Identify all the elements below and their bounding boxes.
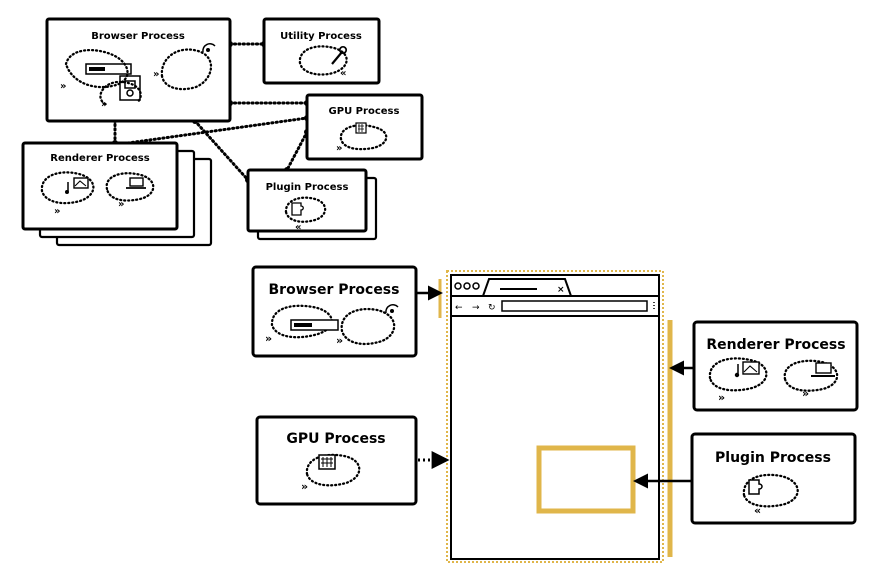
process-label: Browser Process	[91, 31, 185, 42]
process-blob	[284, 196, 327, 223]
bottom-gpu-process: GPU Process »	[255, 415, 418, 506]
top-gpu-process: GPU Process »	[305, 93, 424, 161]
laptop-icon	[126, 177, 146, 189]
music-icon	[734, 364, 740, 378]
grid-chip-icon	[318, 454, 336, 470]
process-box	[21, 141, 179, 231]
puzzle-icon	[748, 479, 763, 495]
process-blob	[40, 171, 95, 205]
wifi-icon	[202, 43, 216, 53]
process-blob	[783, 359, 839, 392]
arrow-tail-icon: »	[802, 387, 809, 400]
music-icon	[65, 182, 69, 194]
grid-chip-icon	[355, 122, 367, 134]
close-icon: ×	[557, 285, 565, 295]
server-icon	[85, 63, 132, 75]
image-icon	[742, 361, 760, 375]
top-plugin-process: Plugin Process «	[246, 168, 378, 241]
arrow-tail-icon: »	[265, 332, 272, 345]
arrow-tail-icon: »	[60, 81, 66, 92]
process-blob	[305, 453, 361, 487]
arrow-tail-icon: «	[340, 68, 346, 79]
arrow-tail-icon: «	[754, 504, 761, 517]
arrow-tail-icon: »	[101, 99, 107, 110]
bottom-browser-process: Browser Process » »	[251, 265, 418, 358]
process-label: Utility Process	[280, 31, 362, 42]
process-blob	[340, 307, 396, 346]
bottom-renderer-process: Renderer Process » »	[692, 320, 859, 412]
wifi-icon	[385, 304, 399, 314]
process-box	[262, 17, 381, 85]
laptop-icon	[811, 362, 835, 377]
process-blob	[105, 172, 155, 202]
process-label: Browser Process	[269, 282, 400, 298]
process-blob	[339, 124, 388, 151]
arrow-tail-icon: »	[54, 206, 60, 217]
top-browser-process: Browser Process » » »	[45, 17, 232, 123]
process-label: Plugin Process	[715, 450, 831, 466]
process-label: GPU Process	[286, 431, 385, 447]
browser-window-illustration: × ← → ↻	[446, 270, 664, 563]
process-box	[246, 168, 368, 233]
arrow-tail-icon: »	[718, 391, 725, 404]
process-blob	[99, 80, 142, 106]
connector-renderer-gpu	[126, 116, 309, 145]
puzzle-icon	[291, 202, 304, 216]
arrow-tail-icon: »	[336, 143, 342, 154]
top-renderer-process: Renderer Process » »	[21, 141, 213, 247]
reload-icon: ↻	[488, 303, 496, 313]
process-blob	[64, 48, 129, 89]
process-box	[45, 17, 232, 123]
process-blob	[298, 45, 348, 76]
process-blob	[160, 48, 213, 91]
bottom-plugin-process: Plugin Process «	[690, 432, 857, 525]
arrow-tail-icon: «	[295, 222, 301, 233]
arrow-tail-icon: »	[118, 199, 124, 210]
process-label: Renderer Process	[706, 337, 845, 353]
browser-window-icon	[450, 274, 660, 560]
address-bar	[501, 300, 648, 312]
process-label: GPU Process	[329, 106, 400, 117]
arrow-tail-icon: »	[153, 69, 159, 80]
process-blob	[742, 473, 799, 508]
process-box	[255, 415, 418, 506]
process-blob	[708, 357, 768, 392]
server-icon	[290, 319, 339, 331]
connector-gpu-plugin	[285, 130, 309, 172]
top-utility-process: Utility Process «	[262, 17, 381, 85]
database-icon	[119, 75, 141, 101]
window-highlight	[446, 270, 664, 563]
process-label: Renderer Process	[50, 153, 149, 164]
forward-arrow-icon: →	[472, 303, 480, 313]
wrench-icon	[331, 45, 348, 65]
connector-browser-plugin	[193, 119, 250, 182]
process-box	[251, 265, 418, 358]
window-controls-icon	[454, 282, 480, 290]
arrow-tail-icon: »	[336, 334, 343, 347]
image-icon	[73, 177, 89, 189]
back-arrow-icon: ←	[455, 303, 463, 313]
process-box	[692, 320, 859, 412]
arrow-tail-icon: »	[301, 480, 308, 493]
process-box	[690, 432, 857, 525]
browser-tab	[482, 278, 572, 297]
process-label: Plugin Process	[266, 182, 349, 193]
